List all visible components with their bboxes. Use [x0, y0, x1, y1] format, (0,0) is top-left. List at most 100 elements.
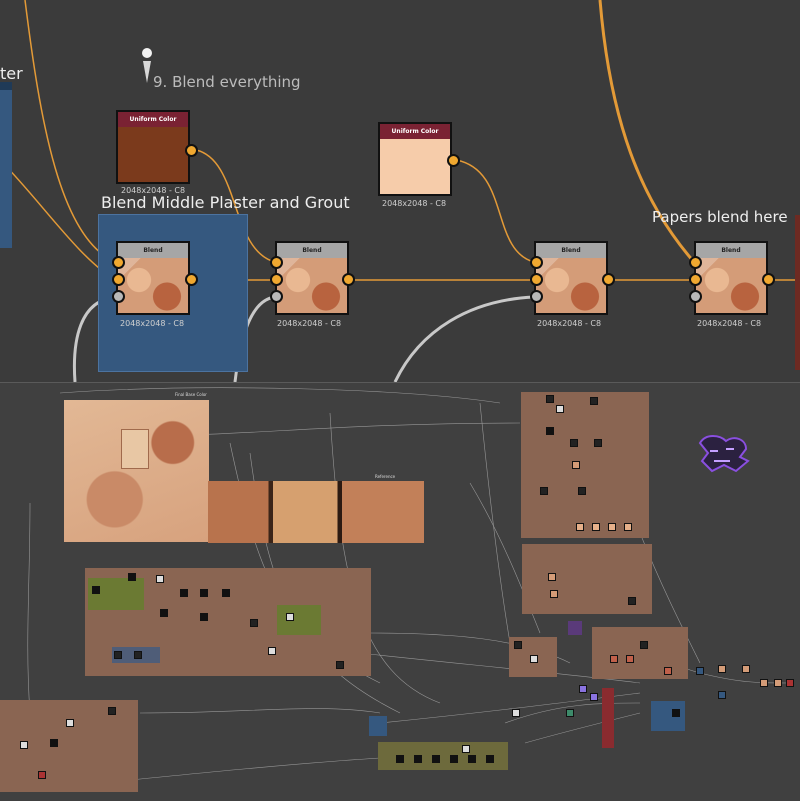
output-port[interactable]: [447, 154, 460, 167]
node-mini[interactable]: [414, 755, 422, 763]
node-mini[interactable]: [432, 755, 440, 763]
node-mini[interactable]: [556, 405, 564, 413]
node-mini[interactable]: [108, 707, 116, 715]
input-port-background[interactable]: [530, 273, 543, 286]
input-port-mask[interactable]: [112, 290, 125, 303]
node-mini[interactable]: [590, 397, 598, 405]
output-port[interactable]: [185, 273, 198, 286]
node-mini[interactable]: [268, 647, 276, 655]
output-port[interactable]: [185, 144, 198, 157]
node-mini[interactable]: [514, 641, 522, 649]
node-resolution: 2048x2048 - C8: [537, 319, 602, 328]
input-port-background[interactable]: [270, 273, 283, 286]
node-mini[interactable]: [628, 597, 636, 605]
node-mini[interactable]: [546, 395, 554, 403]
frame-final-base-color[interactable]: [64, 400, 209, 542]
node-mini[interactable]: [128, 573, 136, 581]
node-mini[interactable]: [640, 641, 648, 649]
node-mini[interactable]: [134, 651, 142, 659]
node-uniform-color-2[interactable]: Uniform Color: [378, 122, 452, 196]
output-port[interactable]: [762, 273, 775, 286]
node-mini[interactable]: [760, 679, 768, 687]
node-mini[interactable]: [92, 586, 100, 594]
node-mini[interactable]: [786, 679, 794, 687]
frame-green-1[interactable]: [88, 578, 144, 610]
node-mini[interactable]: [550, 590, 558, 598]
output-port[interactable]: [342, 273, 355, 286]
frame-reference[interactable]: [208, 481, 424, 543]
node-mini[interactable]: [566, 709, 574, 717]
output-port[interactable]: [602, 273, 615, 286]
node-mini[interactable]: [396, 755, 404, 763]
input-port-mask[interactable]: [270, 290, 283, 303]
node-mini[interactable]: [774, 679, 782, 687]
node-mini[interactable]: [664, 667, 672, 675]
node-mini[interactable]: [718, 665, 726, 673]
node-mini[interactable]: [540, 487, 548, 495]
input-port-mask[interactable]: [689, 290, 702, 303]
node-blend-2[interactable]: Blend: [275, 241, 349, 315]
overview-graph-view[interactable]: Final Base Color Reference: [0, 382, 800, 801]
input-port-foreground[interactable]: [689, 256, 702, 269]
input-port-background[interactable]: [112, 273, 125, 286]
node-mini[interactable]: [530, 655, 538, 663]
node-mini[interactable]: [624, 523, 632, 531]
node-mini[interactable]: [180, 589, 188, 597]
node-mini[interactable]: [592, 523, 600, 531]
frame-red-vertical[interactable]: [602, 688, 614, 748]
node-blend-1[interactable]: Blend: [116, 241, 190, 315]
node-mini[interactable]: [450, 755, 458, 763]
node-mini[interactable]: [20, 741, 28, 749]
input-port-foreground[interactable]: [530, 256, 543, 269]
node-mini[interactable]: [66, 719, 74, 727]
node-mini[interactable]: [222, 589, 230, 597]
node-mini[interactable]: [160, 609, 168, 617]
node-mini[interactable]: [250, 619, 258, 627]
node-mini[interactable]: [576, 523, 584, 531]
comment-pin-icon[interactable]: [140, 47, 156, 87]
node-mini[interactable]: [594, 439, 602, 447]
node-uniform-color-1[interactable]: Uniform Color: [116, 110, 190, 184]
input-port-background[interactable]: [689, 273, 702, 286]
input-port-foreground[interactable]: [112, 256, 125, 269]
input-port-mask[interactable]: [530, 290, 543, 303]
input-port-foreground[interactable]: [270, 256, 283, 269]
node-mini[interactable]: [468, 755, 476, 763]
node-mini[interactable]: [38, 771, 46, 779]
node-mini[interactable]: [610, 655, 618, 663]
frame-green-2[interactable]: [277, 605, 321, 635]
top-graph-view[interactable]: ter 9. Blend everything Blend Middle Pla…: [0, 0, 800, 382]
frame-right-partial[interactable]: [795, 215, 800, 370]
node-mini[interactable]: [546, 427, 554, 435]
node-mini[interactable]: [512, 709, 520, 717]
node-mini[interactable]: [114, 651, 122, 659]
node-blend-4[interactable]: Blend: [694, 241, 768, 315]
node-blend-3[interactable]: Blend: [534, 241, 608, 315]
node-mini[interactable]: [548, 573, 556, 581]
node-mini[interactable]: [608, 523, 616, 531]
node-mini[interactable]: [200, 589, 208, 597]
node-mini[interactable]: [486, 755, 494, 763]
node-resolution: 2048x2048 - C8: [277, 319, 342, 328]
frame-group-right-lower[interactable]: [592, 627, 688, 679]
node-mini[interactable]: [626, 655, 634, 663]
node-mini[interactable]: [200, 613, 208, 621]
node-mini[interactable]: [590, 693, 598, 701]
node-mini[interactable]: [336, 661, 344, 669]
node-mini[interactable]: [572, 461, 580, 469]
frame-group-top-right[interactable]: [521, 392, 649, 538]
node-mini[interactable]: [462, 745, 470, 753]
node-mini[interactable]: [672, 709, 680, 717]
node-mini[interactable]: [570, 439, 578, 447]
node-mini[interactable]: [156, 575, 164, 583]
node-mini[interactable]: [579, 685, 587, 693]
frame-left-partial[interactable]: [0, 82, 12, 248]
node-mini[interactable]: [696, 667, 704, 675]
node-mini[interactable]: [578, 487, 586, 495]
node-mini[interactable]: [50, 739, 58, 747]
frame-purple-small[interactable]: [568, 621, 582, 635]
node-mini[interactable]: [286, 613, 294, 621]
node-mini[interactable]: [718, 691, 726, 699]
node-mini[interactable]: [742, 665, 750, 673]
frame-blue-small-3[interactable]: [369, 716, 387, 736]
